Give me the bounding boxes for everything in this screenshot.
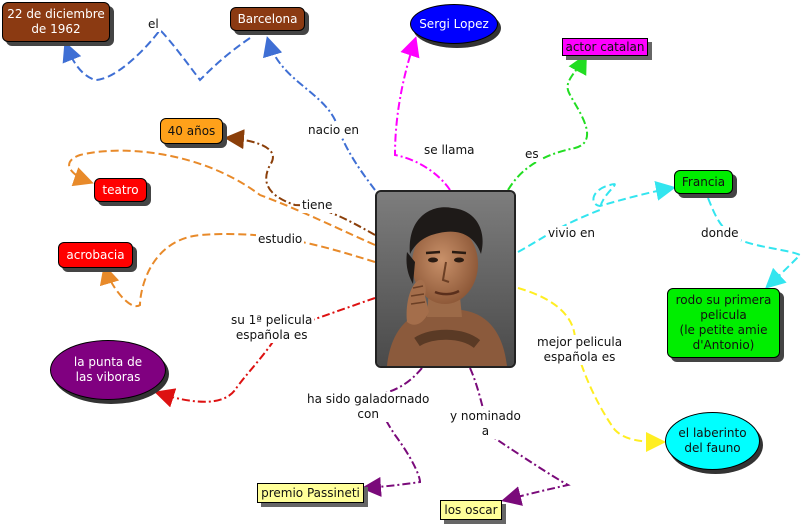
label-primera-pelicula: su 1ª pelicula española es — [229, 313, 315, 343]
link-vivio-en — [517, 181, 676, 253]
node-name[interactable]: Sergi Lopez — [410, 4, 498, 44]
link-galardonado — [361, 367, 423, 497]
label-nacio-en: nacio en — [306, 123, 362, 138]
node-film-france[interactable]: rodo su primera pelicula (le petite amie… — [667, 288, 780, 358]
link-nacio-en — [263, 36, 376, 191]
node-lived-in[interactable]: Francia — [674, 170, 733, 194]
label-galardonado: ha sido galadornado con — [305, 392, 432, 422]
portrait-image — [377, 192, 514, 366]
link-el — [62, 28, 251, 82]
node-theatre[interactable]: teatro — [94, 178, 147, 202]
node-best-spanish-film[interactable]: el laberinto del fauno — [665, 412, 760, 470]
link-nominado — [469, 367, 571, 506]
label-donde: donde — [699, 226, 741, 241]
node-birth-date[interactable]: 22 de diciembre de 1962 — [2, 2, 110, 42]
label-mejor-pelicula: mejor pelicula española es — [535, 335, 625, 365]
link-mejor-pelicula — [517, 287, 666, 452]
actor-photo[interactable] — [375, 190, 516, 368]
node-acrobatics[interactable]: acrobacia — [58, 242, 133, 268]
link-tiene — [224, 129, 376, 236]
node-award[interactable]: premio Passineti — [257, 483, 364, 503]
link-estudio-teatro — [68, 149, 376, 246]
link-es — [507, 53, 589, 191]
node-first-spanish-film[interactable]: la punta de las viboras — [50, 340, 166, 400]
node-nomination[interactable]: los oscar — [440, 500, 502, 520]
link-donde — [707, 197, 802, 289]
node-age[interactable]: 40 años — [160, 118, 223, 144]
node-birthplace[interactable]: Barcelona — [230, 7, 305, 31]
label-nominado: y nominado a — [448, 409, 523, 439]
label-estudio: estudio — [256, 232, 305, 247]
link-se-llama — [393, 36, 451, 191]
label-el: el — [146, 17, 161, 32]
link-estudio-acrobacia — [99, 233, 376, 308]
label-es: es — [523, 147, 541, 162]
label-vivio-en: vivio en — [546, 226, 598, 241]
link-primera-pelicula — [154, 297, 376, 408]
node-profession[interactable]: actor catalan — [562, 38, 648, 56]
label-se-llama: se llama — [422, 143, 477, 158]
label-tiene: tiene — [300, 198, 335, 213]
